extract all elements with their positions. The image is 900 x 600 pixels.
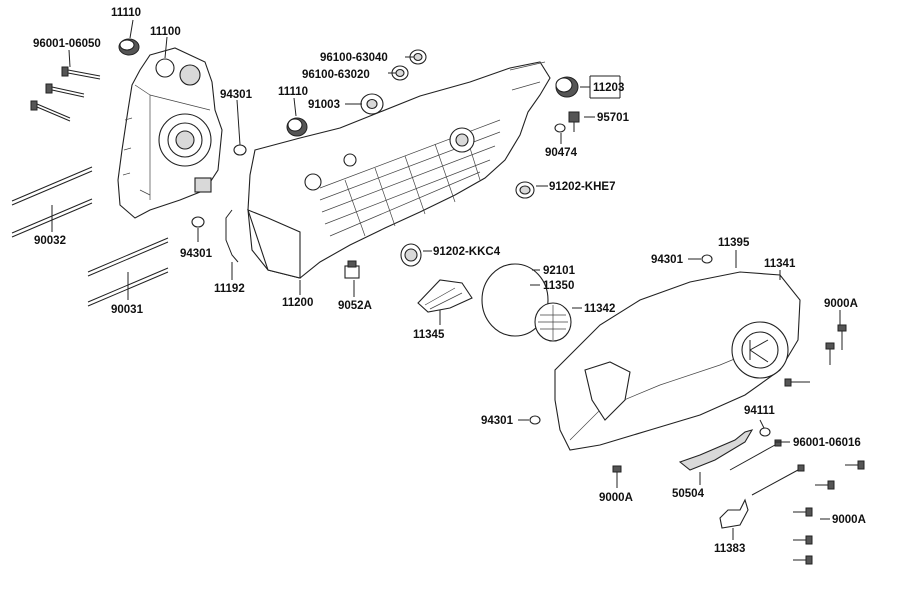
bolt-9000A-b	[612, 465, 622, 488]
label-90031: 90031	[111, 304, 144, 316]
label-11395: 11395	[718, 237, 750, 249]
bolts-9000A-a	[784, 324, 847, 387]
bolts-9000A-c	[793, 460, 865, 565]
label-96001-06050: 96001-06050	[33, 38, 101, 50]
label-95701: 95701	[597, 112, 630, 124]
cvt-cover-11341	[554, 271, 801, 451]
dowel-94301-b	[191, 216, 205, 228]
label-91003: 91003	[308, 99, 340, 111]
oil-seal-91202-KKC4	[400, 243, 422, 267]
part-labels: 11110 96001-06050 11100 94301 96100-6304…	[33, 7, 866, 555]
dowel-pin-11110-b	[286, 117, 308, 137]
nut-94111	[759, 427, 771, 437]
label-11200: 11200	[282, 297, 313, 309]
label-96100-63020: 96100-63020	[302, 69, 370, 81]
label-91202-KKC4: 91202-KKC4	[433, 246, 501, 258]
label-9052A: 9052A	[338, 300, 372, 312]
dowel-pin-11110-a	[118, 38, 140, 56]
oil-seal-91202-KHE7	[515, 181, 535, 199]
label-96100-63040: 96100-63040	[320, 52, 388, 64]
label-94301-d: 94301	[481, 415, 514, 427]
label-11345: 11345	[413, 329, 445, 341]
label-9000A-a: 9000A	[824, 298, 858, 310]
label-92101: 92101	[543, 265, 576, 277]
drain-plug-9052A	[344, 260, 360, 279]
bearing-91003	[360, 93, 384, 115]
label-11203: 11203	[593, 82, 624, 94]
label-94111: 94111	[744, 405, 775, 417]
spring-clip-11192	[225, 209, 239, 263]
label-11192: 11192	[214, 283, 245, 295]
bolts-96001-06016	[729, 439, 805, 496]
label-94301-a: 94301	[220, 89, 253, 101]
air-duct-11345	[417, 279, 473, 313]
label-11350: 11350	[543, 280, 574, 292]
label-9000A-c: 9000A	[832, 514, 866, 526]
bracket-11383	[719, 498, 749, 529]
label-91202-KHE7: 91202-KHE7	[549, 181, 615, 193]
bolts-96001-06050	[30, 66, 101, 122]
label-11110-a: 11110	[111, 7, 141, 19]
bushing-11203	[555, 76, 579, 98]
label-11342: 11342	[584, 303, 615, 315]
dowel-94301-d	[529, 415, 541, 425]
label-90032: 90032	[34, 235, 66, 247]
bearing-96100-63040	[409, 49, 427, 65]
label-94301-c: 94301	[651, 254, 684, 266]
label-90474: 90474	[545, 147, 578, 159]
left-crankcase-half	[117, 47, 223, 219]
dowel-94301-a	[233, 144, 247, 156]
plate-11350	[481, 263, 549, 337]
label-11341: 11341	[764, 258, 796, 270]
leader-lines	[51, 19, 841, 540]
washer-90474	[554, 123, 566, 133]
label-11383: 11383	[714, 543, 745, 555]
label-94301-b: 94301	[180, 248, 213, 260]
label-9000A-b: 9000A	[599, 492, 633, 504]
dowel-94301-c	[701, 254, 713, 264]
bracket-50504	[678, 429, 754, 471]
label-50504: 50504	[672, 488, 705, 500]
screen-11342	[534, 302, 572, 342]
right-crankcase-half	[247, 61, 551, 279]
label-11100: 11100	[150, 26, 181, 38]
label-96001-06016: 96001-06016	[793, 437, 861, 449]
label-11110-b: 11110	[278, 86, 308, 98]
bolt-95701	[568, 111, 580, 132]
